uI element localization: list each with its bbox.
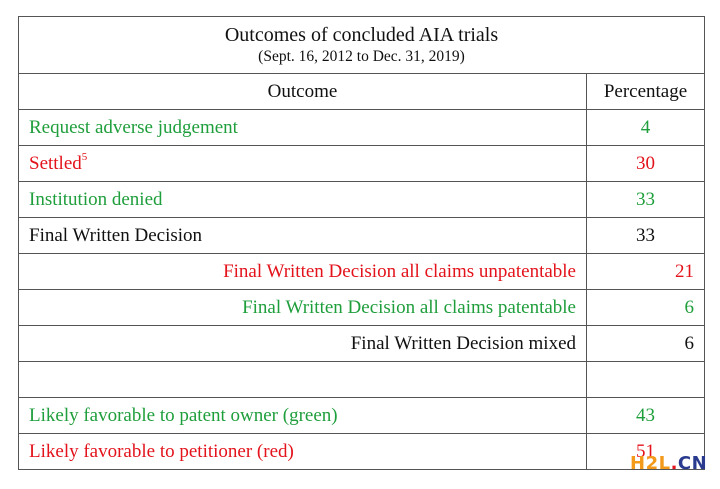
table-row: Settled5 30	[18, 145, 705, 182]
row-value: 21	[586, 253, 705, 290]
row-value: 4	[586, 109, 705, 146]
outcomes-table: Outcomes of concluded AIA trials (Sept. …	[18, 16, 705, 470]
table-subtitle: (Sept. 16, 2012 to Dec. 31, 2019)	[258, 48, 465, 66]
row-label: Request adverse judgement	[18, 109, 587, 146]
table-row: Likely favorable to petitioner (red) 51	[18, 433, 705, 470]
h2l-watermark-logo: H2L.CN	[630, 453, 708, 474]
row-label	[18, 361, 587, 398]
row-value: 30	[586, 145, 705, 182]
row-value: 33	[586, 217, 705, 254]
header-percentage: Percentage	[586, 73, 705, 110]
table-row: Final Written Decision all claims patent…	[18, 289, 705, 326]
row-value	[586, 361, 705, 398]
table-row: Request adverse judgement 4	[18, 109, 705, 146]
title-cell: Outcomes of concluded AIA trials (Sept. …	[18, 16, 705, 74]
row-label: Likely favorable to petitioner (red)	[18, 433, 587, 470]
row-label: Likely favorable to patent owner (green)	[18, 397, 587, 434]
table-row: Final Written Decision 33	[18, 217, 705, 254]
row-value: 43	[586, 397, 705, 434]
table-row: Final Written Decision all claims unpate…	[18, 253, 705, 290]
row-label: Institution denied	[18, 181, 587, 218]
row-label: Final Written Decision all claims unpate…	[18, 253, 587, 290]
table-row: Final Written Decision mixed 6	[18, 325, 705, 362]
row-label: Final Written Decision	[18, 217, 587, 254]
table-row: Likely favorable to patent owner (green)…	[18, 397, 705, 434]
row-value: 6	[586, 289, 705, 326]
table-row-empty	[18, 361, 705, 398]
row-value: 6	[586, 325, 705, 362]
title-row: Outcomes of concluded AIA trials (Sept. …	[18, 16, 705, 74]
row-label: Final Written Decision mixed	[18, 325, 587, 362]
header-row: Outcome Percentage	[18, 73, 705, 110]
footnote-marker: 5	[81, 151, 88, 163]
table-row: Institution denied 33	[18, 181, 705, 218]
row-label: Final Written Decision all claims patent…	[18, 289, 587, 326]
row-value: 51	[586, 433, 705, 470]
row-label: Settled5	[18, 145, 587, 182]
table-title: Outcomes of concluded AIA trials	[224, 24, 499, 47]
header-outcome: Outcome	[18, 73, 587, 110]
row-value: 33	[586, 181, 705, 218]
